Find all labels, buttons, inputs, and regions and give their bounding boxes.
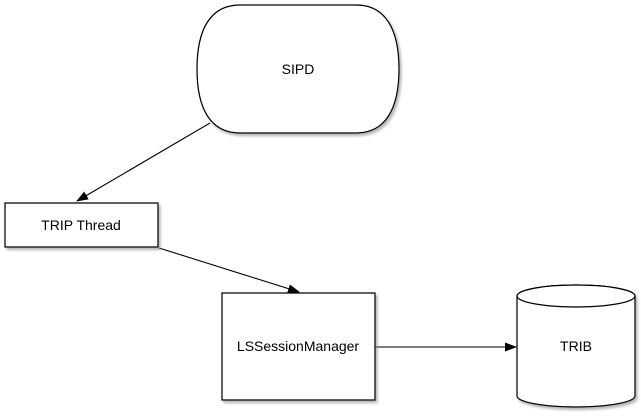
- edge-trip-thread-to-ls-session-manager: [158, 247, 300, 293]
- trib-label: TRIB: [560, 338, 592, 354]
- edge-arrow-line: [158, 247, 300, 293]
- node-trip-thread: TRIP Thread: [4, 202, 159, 248]
- trip-thread-label: TRIP Thread: [41, 217, 121, 233]
- ls-session-manager-shape: [221, 292, 376, 401]
- ls-session-manager-label: LSSessionManager: [237, 338, 360, 354]
- edge-arrow-line: [76, 122, 211, 202]
- sipd-shape: [196, 4, 400, 134]
- sipd-label: SIPD: [282, 61, 315, 77]
- trib-cylinder-top: [516, 284, 636, 308]
- trip-thread-shape: [4, 202, 159, 248]
- edge-sipd-to-trip-thread: [76, 122, 211, 202]
- node-trib: TRIB: [516, 284, 636, 408]
- node-sipd: SIPD: [196, 4, 400, 134]
- node-ls-session-manager: LSSessionManager: [221, 292, 376, 401]
